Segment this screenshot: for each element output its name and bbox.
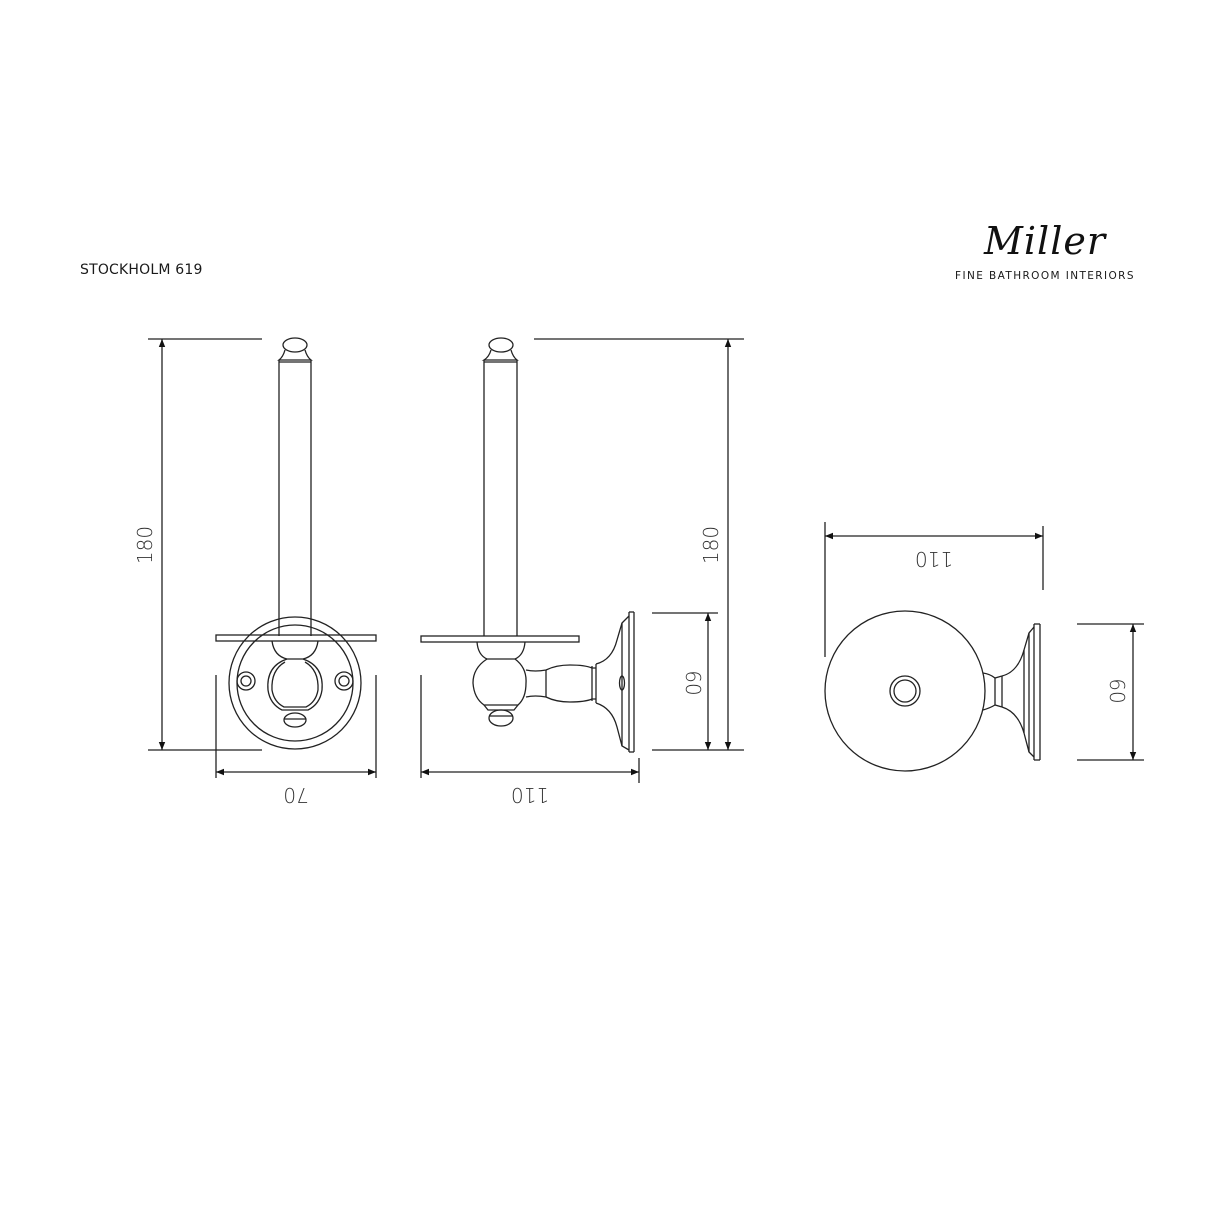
- brand-logo: Miller FINE BATHROOM INTERIORS: [950, 222, 1140, 282]
- side-depth-label: 110: [511, 783, 549, 807]
- side-depth-dimension: [420, 675, 640, 783]
- side-height-dimension: [534, 338, 744, 751]
- front-height-dimension: [148, 338, 262, 751]
- top-view: [824, 610, 1041, 772]
- top-width-dimension: [824, 522, 1044, 657]
- top-width-label: 110: [915, 547, 953, 571]
- front-view: [215, 337, 377, 750]
- side-view: [420, 337, 635, 753]
- front-width-dimension: [215, 675, 377, 778]
- side-backplate-dimension: [652, 612, 718, 750]
- front-width-label: 70: [283, 783, 308, 807]
- side-height-label: 180: [699, 526, 723, 564]
- top-backplate-dimension: [1077, 623, 1144, 761]
- brand-tagline: FINE BATHROOM INTERIORS: [955, 270, 1135, 282]
- brand-name: Miller: [983, 219, 1107, 263]
- top-backplate-label: 60: [1105, 678, 1129, 703]
- side-backplate-label: 60: [681, 670, 705, 695]
- front-height-label: 180: [133, 526, 157, 564]
- product-title: STOCKHOLM 619: [80, 262, 203, 278]
